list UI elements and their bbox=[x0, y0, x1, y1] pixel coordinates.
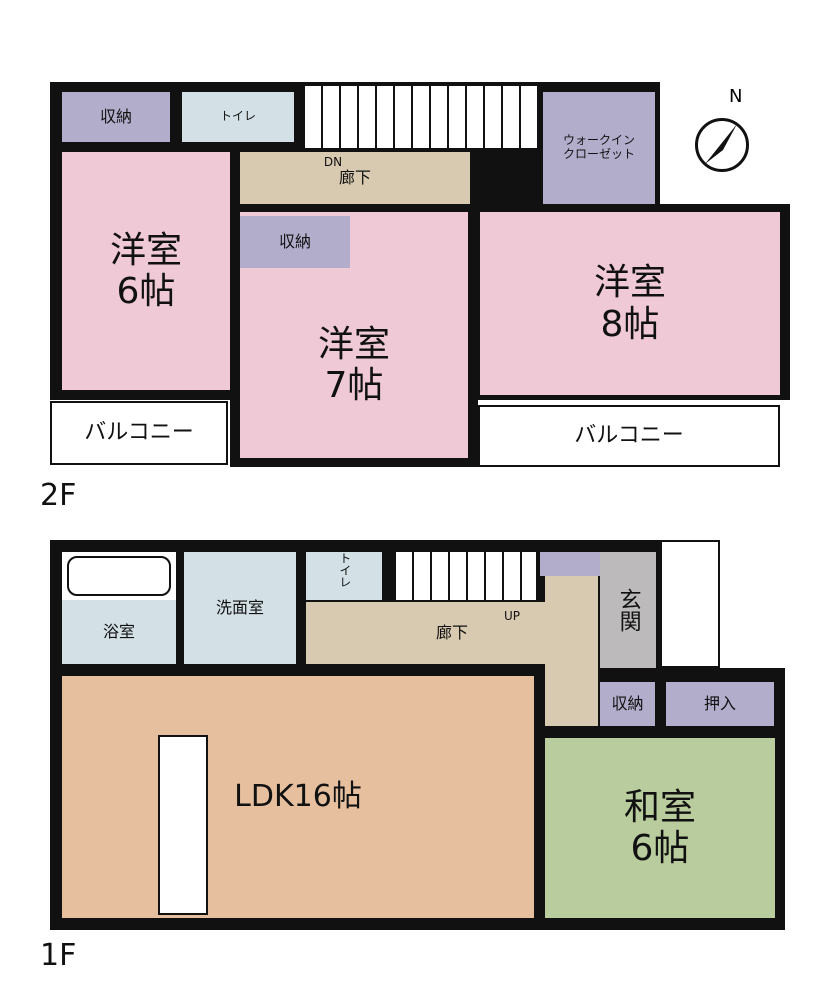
north-arrow-icon bbox=[705, 124, 737, 164]
balcony-left: バルコニー bbox=[50, 401, 228, 465]
storage-2f-a: 収納 bbox=[62, 92, 170, 142]
toilet-2f: トイレ bbox=[182, 92, 294, 142]
balcony-right: バルコニー bbox=[478, 405, 780, 467]
hall-1f-ext bbox=[545, 576, 598, 726]
japanese-room: 和室 6帖 bbox=[545, 738, 775, 918]
bathtub-icon bbox=[67, 556, 171, 596]
floor-label-1f: 1F bbox=[40, 938, 77, 973]
storage-1f: 収納 bbox=[600, 682, 655, 726]
bathtub bbox=[62, 552, 176, 600]
ldk-label: LDK16帖 bbox=[234, 778, 362, 814]
floor-label-2f: 2F bbox=[40, 478, 77, 513]
hall-2f-label: 廊下 bbox=[338, 167, 371, 187]
stairs-1f bbox=[396, 552, 536, 600]
ldk: LDK16帖 bbox=[62, 676, 534, 918]
washroom: 洗面室 bbox=[184, 552, 296, 664]
compass: N bbox=[693, 86, 755, 172]
shoe-storage bbox=[540, 552, 600, 576]
stairs-2f bbox=[305, 86, 537, 148]
bathroom: 浴室 bbox=[62, 600, 176, 664]
storage-2f-b: 収納 bbox=[240, 216, 350, 268]
kitchen-counter bbox=[158, 735, 208, 915]
western-room-8: 洋室 8帖 bbox=[480, 212, 780, 395]
hall-2f: 廊下 bbox=[240, 152, 470, 204]
up-label: UP bbox=[503, 609, 521, 624]
walk-in-closet: ウォークイン クローゼット bbox=[543, 92, 655, 204]
compass-circle-icon bbox=[695, 118, 749, 172]
down-label: DN bbox=[323, 155, 343, 170]
compass-north-label: N bbox=[729, 86, 743, 107]
porch bbox=[660, 540, 720, 668]
western-room-6: 洋室 6帖 bbox=[62, 152, 230, 390]
entrance: 玄関 bbox=[600, 552, 656, 668]
closet: 押入 bbox=[666, 682, 774, 726]
toilet-1f: トイレ bbox=[306, 552, 382, 600]
